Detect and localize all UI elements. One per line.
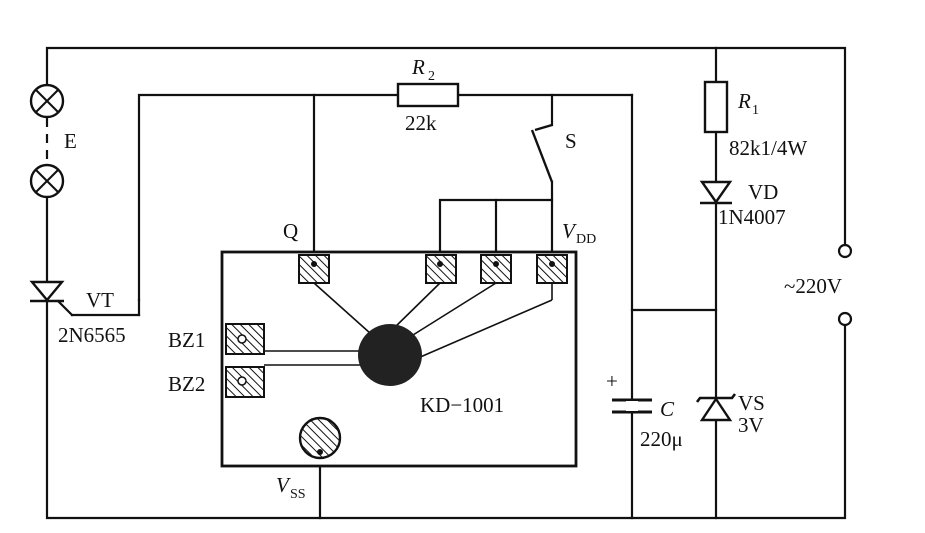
switch-label: S bbox=[565, 129, 577, 153]
r2-value: 22k bbox=[405, 111, 437, 135]
zener-vs: VS 3V bbox=[695, 391, 765, 437]
vdd-sub: DD bbox=[576, 232, 596, 247]
lamp-e: E bbox=[29, 83, 77, 284]
diode-part: 1N4007 bbox=[718, 205, 786, 229]
vss-letter: V bbox=[276, 473, 291, 497]
chip-board: KD−1001 bbox=[220, 250, 578, 468]
pin-q-label: Q bbox=[283, 219, 298, 243]
pad-vdd-1 bbox=[425, 254, 457, 284]
thyristor-part: 2N6565 bbox=[58, 323, 126, 347]
r1-letter: R bbox=[737, 89, 751, 113]
zener-value: 3V bbox=[738, 413, 764, 437]
r2-index: 2 bbox=[428, 69, 435, 84]
pad-vdd-2 bbox=[480, 254, 512, 284]
resistor-r1: R 1 82k1/4W bbox=[703, 80, 807, 160]
switch-s: S bbox=[530, 123, 577, 183]
resistor-r2: R 2 22k bbox=[396, 55, 460, 135]
capacitor-c: + C 220μ bbox=[606, 369, 683, 451]
cap-plus: + bbox=[606, 369, 618, 393]
zener-name: VS bbox=[738, 391, 765, 415]
wires bbox=[45, 46, 847, 520]
thyristor-vt: VT 2N6565 bbox=[29, 280, 141, 347]
terminal-bottom bbox=[837, 311, 853, 327]
diode-vd: VD 1N4007 bbox=[699, 180, 786, 229]
lamp-label: E bbox=[64, 129, 77, 153]
r2-letter: R bbox=[411, 55, 425, 79]
r1-value: 82k1/4W bbox=[729, 136, 807, 160]
r1-index: 1 bbox=[752, 103, 759, 118]
bz2-label: BZ2 bbox=[168, 372, 205, 396]
terminal-top bbox=[837, 243, 853, 259]
bz1-label: BZ1 bbox=[168, 328, 205, 352]
diode-name: VD bbox=[748, 180, 778, 204]
vdd-letter: V bbox=[562, 219, 577, 243]
pad-vss bbox=[298, 416, 342, 460]
pad-vdd-3 bbox=[536, 254, 568, 284]
cap-value: 220μ bbox=[640, 427, 683, 451]
cap-letter: C bbox=[660, 397, 675, 421]
thyristor-name: VT bbox=[86, 288, 114, 312]
chip-label: KD−1001 bbox=[420, 393, 504, 417]
supply-label: ~220V bbox=[784, 274, 842, 298]
pad-q bbox=[298, 254, 330, 284]
chip-die bbox=[358, 324, 422, 386]
vss-sub: SS bbox=[290, 487, 306, 502]
supply-terminals: ~220V bbox=[784, 243, 853, 327]
pad-bz2 bbox=[225, 366, 265, 398]
